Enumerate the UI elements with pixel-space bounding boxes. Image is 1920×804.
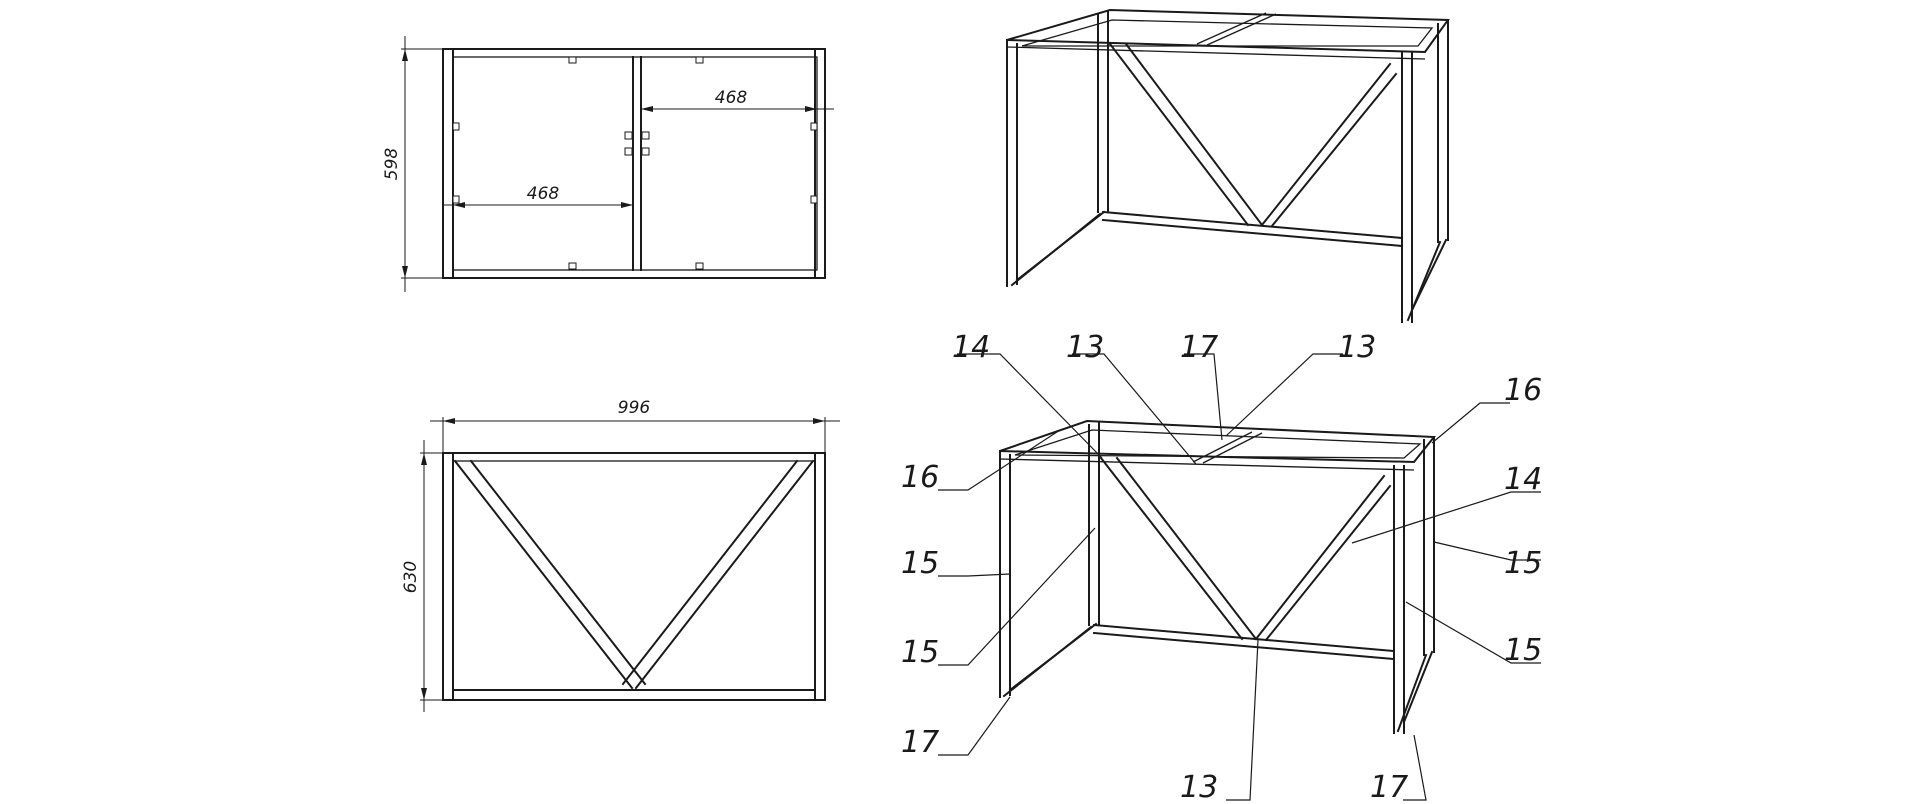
mounting-hole [810, 122, 818, 131]
front-view: 996 630 [401, 398, 840, 712]
iso-diagonal-brace [1270, 72, 1398, 228]
leader-line [1226, 639, 1259, 801]
mounting-hole [624, 131, 633, 140]
mounting-hole [452, 195, 460, 204]
mounting-hole [695, 262, 704, 270]
front-view-inner-frame [452, 460, 816, 691]
right-diagonal-brace-a [634, 459, 815, 690]
dim-arrow [402, 266, 408, 278]
leader-line [1405, 601, 1541, 664]
mounting-hole [568, 56, 577, 64]
iso-bottom-back-rail [1092, 623, 1396, 653]
dim-arrow [453, 202, 465, 208]
iso-top-front-rail-lower [999, 458, 1415, 471]
iso-bottom-side-rail [1008, 622, 1098, 692]
leader-line [938, 573, 1011, 577]
left-diagonal-brace-a [453, 459, 634, 690]
isometric-view-lower: 14 13 17 13 16 16 14 15 15 15 15 17 13 1… [901, 330, 1542, 804]
iso-top-front-rail-lower [1006, 46, 1426, 60]
dim-arrow [805, 106, 817, 112]
mounting-hole [452, 122, 460, 131]
callout-13: 13 [1066, 330, 1104, 365]
right-diagonal-brace-b [621, 459, 799, 686]
leader-line [1351, 491, 1541, 544]
iso-bottom-back-rail [1092, 631, 1396, 661]
callout-13: 13 [1180, 770, 1218, 804]
iso-bottom-side-rail [1410, 238, 1448, 312]
leader-line [938, 696, 1011, 756]
leader-line [1431, 402, 1510, 444]
iso-top-frame-inner [1021, 19, 1434, 47]
dim-arrow [402, 49, 408, 61]
callout-17: 17 [901, 725, 939, 760]
leader-line [1403, 734, 1427, 801]
dim-arrow [641, 106, 653, 112]
callout-13: 13 [1338, 330, 1376, 365]
callout-14: 14 [1504, 462, 1542, 497]
leader-line [1225, 353, 1343, 437]
dim-arrow [443, 418, 455, 424]
iso-bottom-side-rail [1402, 650, 1434, 724]
mounting-hole [695, 56, 704, 64]
mounting-hole [624, 147, 633, 156]
callout-16: 16 [1504, 373, 1542, 408]
iso-diagonal-brace [1264, 484, 1392, 642]
iso-diagonal-brace [1108, 42, 1250, 227]
iso-bottom-back-rail [1101, 210, 1404, 240]
iso-bottom-back-rail [1101, 218, 1404, 248]
iso-top-center-rail [1196, 12, 1267, 45]
mounting-hole [810, 195, 818, 204]
leader-line [957, 353, 1103, 459]
top-view: 598 468 468 [382, 36, 834, 292]
cell-upper-dimension-label: 468 [715, 88, 748, 108]
callout-15: 15 [1504, 633, 1542, 668]
leader-line [1072, 353, 1197, 465]
isometric-view-upper [1006, 8, 1450, 323]
dim-arrow [813, 418, 825, 424]
left-diagonal-brace-b [469, 459, 647, 686]
front-view-outer-frame [442, 452, 826, 701]
dim-arrow [421, 688, 427, 700]
iso-diagonal-brace [1115, 456, 1258, 641]
callout-15: 15 [901, 635, 939, 670]
depth-dimension-label: 598 [382, 148, 402, 181]
callout-17: 17 [1180, 330, 1218, 365]
leader-line [1184, 353, 1223, 441]
leader-line [938, 429, 1061, 491]
dim-arrow [421, 453, 427, 465]
iso-top-center-rail [1206, 13, 1277, 46]
top-view-inner-frame [452, 56, 818, 271]
iso-diagonal-brace [1099, 456, 1244, 641]
iso-diagonal-brace [1254, 474, 1386, 641]
iso-top-center-rail [1192, 431, 1253, 463]
iso-bottom-side-rail [1015, 210, 1106, 282]
top-view-outer-frame [442, 48, 826, 279]
iso-diagonal-brace [1124, 42, 1264, 227]
leader-line [938, 527, 1096, 666]
mounting-hole [641, 147, 650, 156]
callout-16: 16 [901, 460, 939, 495]
callout-14: 14 [952, 330, 990, 365]
iso-top-center-rail [1202, 432, 1263, 464]
height-dimension-label: 630 [401, 561, 421, 593]
leader-line [1433, 541, 1541, 561]
iso-bottom-side-rail [1396, 653, 1428, 733]
callout-17: 17 [1370, 770, 1408, 804]
cell-lower-dimension-label: 468 [527, 184, 560, 204]
callout-15: 15 [1504, 546, 1542, 581]
iso-top-frame-inner [1014, 429, 1422, 459]
iso-diagonal-brace [1260, 62, 1392, 227]
mounting-hole [641, 131, 650, 140]
callout-15: 15 [901, 546, 939, 581]
dim-arrow [621, 202, 633, 208]
mounting-hole [568, 262, 577, 270]
width-dimension-label: 996 [618, 398, 651, 418]
